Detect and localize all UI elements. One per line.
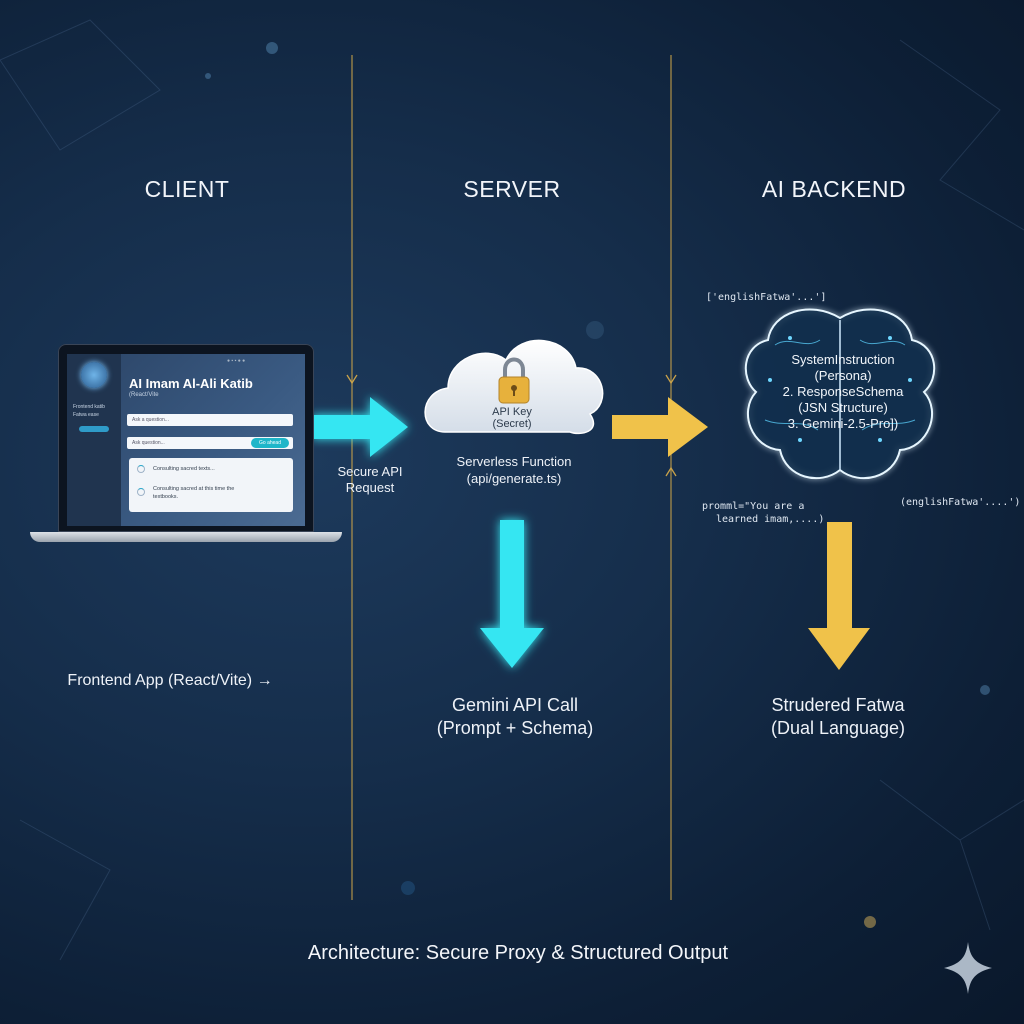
- result-line-1: Consulting sacred texts...: [153, 466, 215, 472]
- sidebar-active-pill[interactable]: [79, 426, 109, 432]
- gemini-model-label: 3. Gemini-2.5-Pro]): [787, 416, 899, 431]
- window-controls-icon: ● ▪ ▪ ● ●: [227, 358, 246, 364]
- loading-spinner-icon-2: [137, 488, 145, 496]
- api-key-secret-label: (Secret): [492, 418, 532, 430]
- lock-icon: [498, 357, 530, 404]
- question-input[interactable]: Ask a question...: [127, 414, 293, 426]
- system-instruction-label: SystemInstruction: [791, 352, 895, 367]
- brain-icon: [744, 308, 936, 480]
- serverless-function-label: Serverless Function (api/generate.ts): [457, 453, 572, 487]
- app-subtitle: (React/Vite: [129, 392, 159, 398]
- json-structure-label: (JSN Structure): [798, 400, 888, 415]
- bokeh-dots: [205, 42, 990, 928]
- sparkle-icon: [944, 942, 992, 994]
- english-fatwa-note-top: ['englishFatwa'...']: [706, 292, 827, 303]
- app-sidebar: Frontend katib Fatwa ease: [67, 354, 121, 526]
- serverless-function-line-2: (api/generate.ts): [466, 471, 562, 486]
- gemini-call-line-2: (Prompt + Schema): [436, 718, 594, 738]
- server-column-title: SERVER: [463, 176, 561, 202]
- frontend-app-preview: Frontend katib Fatwa ease ● ▪ ▪ ● ● AI I…: [67, 354, 305, 526]
- structured-fatwa-line-2: (Dual Language): [770, 718, 906, 738]
- api-key-label: API Key: [492, 406, 532, 418]
- result-card: Consulting sacred texts... Consulting sa…: [129, 458, 293, 512]
- divider-left-arrowhead: [346, 374, 358, 385]
- persona-label: (Persona): [814, 368, 872, 383]
- client-column-title: CLIENT: [144, 176, 230, 202]
- loading-spinner-icon: [137, 465, 145, 473]
- serverless-function-line-1: Serverless Function: [456, 454, 572, 469]
- gemini-call-line-1: Gemini API Call: [451, 695, 579, 715]
- laptop-screen: Frontend katib Fatwa ease ● ▪ ▪ ● ● AI I…: [58, 344, 314, 532]
- gemini-api-call-label: Gemini API Call (Prompt + Schema): [437, 694, 594, 740]
- sidebar-text-1: Frontend katib: [73, 404, 105, 410]
- secure-request-arrow: [312, 397, 408, 457]
- secure-request-line-2: Request: [345, 480, 395, 495]
- result-line-3: textbooks.: [153, 494, 179, 500]
- app-title: AI Imam Al-Ali Katib: [129, 376, 253, 391]
- english-fatwa-note-bottom: (englishFatwa'....'): [900, 497, 1021, 508]
- divider-right-arrowhead-up: [665, 466, 677, 477]
- response-schema-label: 2. ResponseSchema: [782, 384, 904, 399]
- prompt-note: promml="You are a learned imam,....): [702, 500, 824, 526]
- structured-fatwa-label: Strudered Fatwa (Dual Language): [771, 694, 905, 740]
- laptop-base: [30, 532, 342, 542]
- network-background: [0, 19, 1024, 961]
- prompt-note-line-2: learned imam,....): [716, 514, 825, 525]
- brain-config-text: SystemInstruction (Persona) 2. ResponseS…: [783, 352, 904, 432]
- ask-button[interactable]: Go ahead: [251, 438, 289, 448]
- structured-fatwa-line-1: Strudered Fatwa: [771, 695, 905, 715]
- sidebar-text-2: Fatwa ease: [73, 412, 99, 418]
- structured-output-arrow: [808, 522, 870, 670]
- prompt-note-line-1: promml="You are a: [702, 501, 805, 512]
- app-logo-icon: [81, 362, 107, 388]
- secure-request-label: Secure API Request: [337, 464, 402, 496]
- server-to-ai-arrow: [612, 397, 708, 457]
- frontend-app-label: Frontend App (React/Vite) →: [67, 672, 273, 689]
- secure-request-line-1: Secure API: [337, 464, 403, 479]
- divider-right-arrowhead-down: [665, 374, 677, 385]
- diagram-caption: Architecture: Secure Proxy & Structured …: [307, 942, 729, 964]
- ai-backend-column-title: AI BACKEND: [761, 176, 907, 202]
- cloud-label: API Key (Secret): [492, 406, 532, 430]
- gemini-call-arrow: [480, 520, 544, 668]
- result-line-2: Consulting sacred at this time the: [153, 486, 235, 492]
